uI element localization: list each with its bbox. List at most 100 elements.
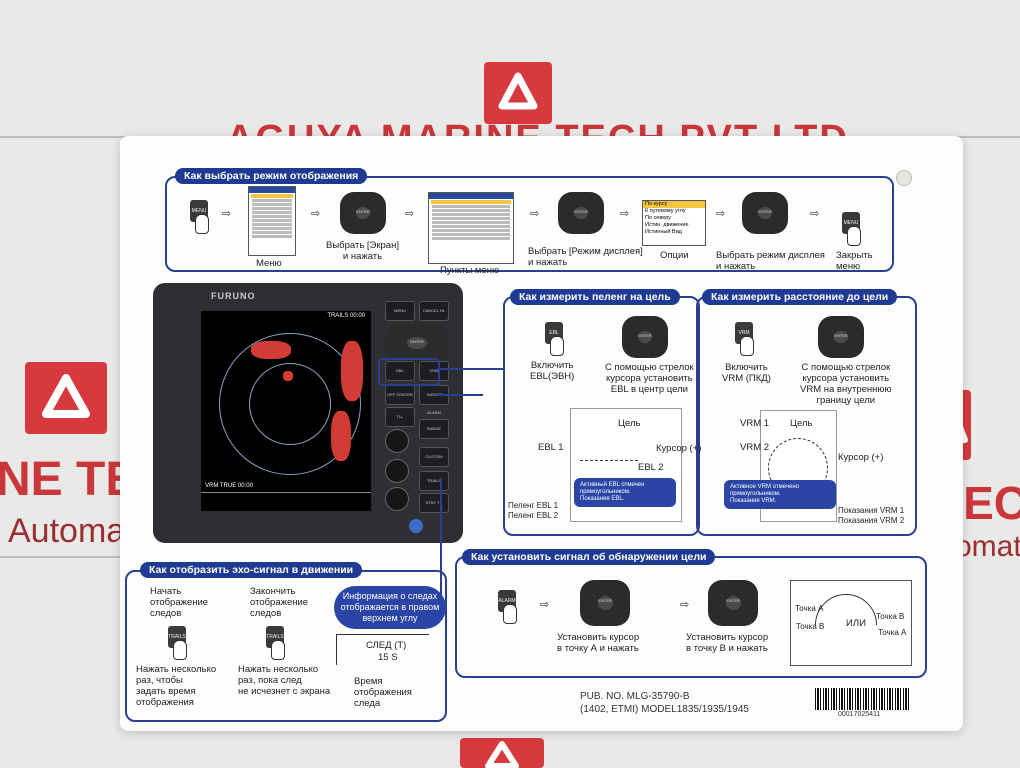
ebl-key[interactable]: EBL [385,361,415,381]
label-trail-caption: Время отображения следа [354,676,412,709]
cursor-pad-icon: ENTER [580,580,630,626]
watermark-line-left [0,556,125,558]
menu-key[interactable]: MENU [385,301,415,321]
connector-line [437,394,483,396]
label-ta: Точка А [795,604,824,613]
arrow-icon: ⇨ [680,599,690,611]
watermark-logo-top [484,62,552,124]
menu-screen-icon [248,186,296,256]
ebl-vrm-highlight [378,358,440,386]
callout-text: Активный EBL отмечен прямоугольником. По… [580,482,645,502]
label-tb2: Точка В [796,622,825,631]
cursor-pad-icon: ENTER [818,316,864,358]
tll-key[interactable]: TLL [385,407,415,427]
label-ta2: Точка А [878,628,907,637]
barcode [815,688,910,710]
watermark-logo-bottom [460,738,544,768]
label-close-menu: Закрыть меню [836,250,873,272]
barcode-number: 00017025411 [838,711,881,718]
vrm-callout: Активное VRM отмечено прямоугольником. П… [724,480,836,509]
bubble-text: Информация о следах отображается в право… [340,591,440,623]
rain-knob[interactable] [385,487,409,511]
finger-icon [173,640,187,660]
power-button[interactable] [409,519,423,533]
ebl-line [580,460,638,462]
option-item: Истин. движение [645,222,689,228]
label-point-b: Установить курсор в точку В и нажать [686,632,769,654]
label-select-mode: Выбрать режим дисплея и нажать [716,250,825,272]
watermark-company: AGUYA MARINE TECH PVT LTD [226,118,849,137]
label-options: Опции [660,250,689,261]
connector-line [440,478,442,598]
cursor-pad-icon: ENTER [622,316,668,358]
label-menu-items: Пункты меню [440,265,500,276]
screen-header: TRAILS 00:00 [327,313,365,319]
label-cursor: Курсор (+) [838,452,884,463]
watermark-logo-left [25,362,107,434]
finger-icon [271,640,285,660]
label-select-display-mode: Выбрать [Режим дисплея] и нажать [528,246,643,268]
sea-knob[interactable] [385,459,409,483]
option-item: По северу [645,215,672,221]
pub-line-2: (1402, ETMI) MODEL1835/1935/1945 [580,704,749,715]
finger-icon [195,214,209,234]
vrm-key[interactable]: VRM [419,361,449,381]
arrow-icon: ⇨ [311,208,321,220]
cursor-pad-icon: ENTER [340,192,386,234]
panel-alarm-title: Как установить сигнал об обнаружении цел… [462,549,716,565]
option-item: Истинный Вид [645,229,682,235]
label-ebl1: EBL 1 [538,442,564,453]
screen-footer: VRM TRUE 00:00 [205,483,253,489]
gain-knob[interactable] [385,429,409,453]
label-menu: Меню [256,258,282,269]
label-trail: СЛЕД (Т) [366,640,407,651]
label-or: ИЛИ [846,618,866,629]
card-hole [896,170,912,186]
label-point-a: Установить курсор в точку А и нажать [557,632,640,654]
trail-readout-box [336,634,429,665]
trails-key[interactable]: TRAILS [419,471,449,491]
label-vrm1: VRM 1 [740,418,770,429]
cursor-pad-icon: ENTER [708,580,758,626]
label-vrm-on: Включить VRM (ПКД) [722,362,771,384]
label-ebl1-readout: Пеленг EBL 1 [508,501,559,510]
publication-number: PUB. NO. MLG-35790-B (1402, ETMI) MODEL1… [580,690,749,716]
panel-trails-title: Как отобразить эхо-сигнал в движении [140,562,363,578]
custom-key[interactable]: CUSTOM [419,447,449,467]
arrow-icon: ⇨ [620,208,630,220]
arrow-icon: ⇨ [530,208,540,220]
off-center-key[interactable]: OFF CENTER [385,385,415,405]
label-ebl-set: С помощью стрелок курсора установить EBL… [605,362,694,395]
range-key[interactable]: RANGE [419,419,449,439]
radar-display-unit: FURUNO TRAILS 00:00 VRM TRUE 00:00 MENU … [153,283,463,543]
pub-line-1: PUB. NO. MLG-35790-B [580,691,690,702]
trail-info-bubble: Информация о следах отображается в право… [334,586,446,629]
watermark-right-sub: omati [955,530,1020,563]
label-ebl2: EBL 2 [638,462,664,473]
label-select-screen: Выбрать [Экран] и нажать [326,240,399,262]
cursor-pad[interactable]: ENTER [385,323,449,363]
menu-items-screen-icon [428,192,514,264]
arrow-icon: ⇨ [405,208,415,220]
label-vrm2: VRM 2 [740,442,770,453]
panel-bearing-title: Как измерить пеленг на цель [510,289,680,305]
cursor-pad-icon: ENTER [742,192,788,234]
echo-blob [341,341,363,401]
label-ebl-on: Включить EBL(ЭВН) [530,360,575,382]
connector-line [437,368,503,370]
echo-blob [283,371,293,381]
label-vrm2-readout: Показания VRM 2 [838,516,905,525]
watermark-left-sub: Automa [8,512,126,550]
label-press-left: Нажать несколько раз, чтобы задать время… [136,664,217,708]
echo-blob [251,341,291,359]
target-alarm-key[interactable]: TARGET ALARM [419,385,449,415]
finger-icon [847,226,861,246]
arrow-icon: ⇨ [810,208,820,220]
option-item: К путевому углу [645,208,686,214]
cancel-key[interactable]: CANCEL HL OFF [419,301,449,331]
label-ebl2-readout: Пеленг EBL 2 [508,511,559,520]
stby-tx-key[interactable]: STBY TX [419,493,449,513]
echo-blob [331,411,351,461]
options-box: По курсу К путевому углу По северу Истин… [642,200,706,246]
panel-display-mode-title: Как выбрать режим отображения [175,168,368,184]
